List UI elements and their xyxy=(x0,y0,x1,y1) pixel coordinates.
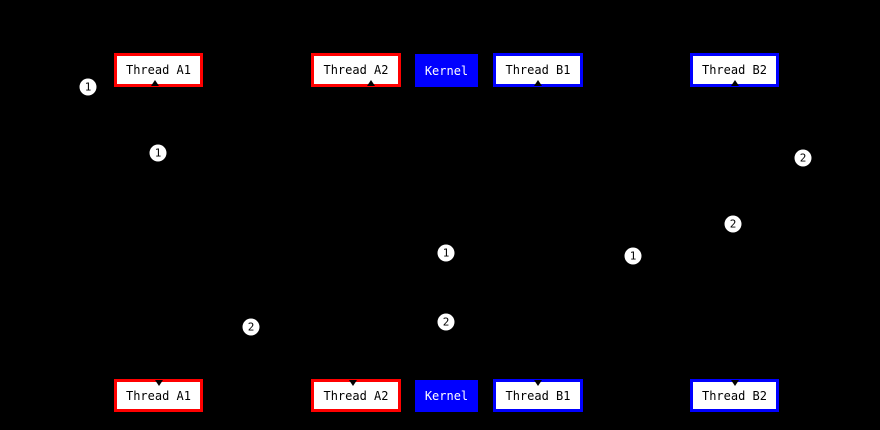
box-kernel-bottom: Kernel xyxy=(415,380,478,412)
box-label: Thread B2 xyxy=(701,388,768,403)
arrowhead-icon xyxy=(730,380,739,386)
step-number: 1 xyxy=(84,80,92,94)
step-marker-1: 1 xyxy=(624,247,642,265)
step-marker-2: 2 xyxy=(794,149,812,167)
box-label: Thread B1 xyxy=(505,63,571,77)
box-thread-a2-bottom: Thread A2 xyxy=(311,379,401,412)
box-label: Kernel xyxy=(424,389,469,403)
step-marker-2: 2 xyxy=(437,313,455,331)
box-label: Thread B1 xyxy=(505,388,571,403)
box-label: Thread B2 xyxy=(701,63,768,77)
step-number: 1 xyxy=(629,249,637,263)
box-thread-b1-bottom: Thread B1 xyxy=(493,379,583,412)
step-number: 2 xyxy=(442,315,450,329)
arrowhead-icon xyxy=(730,80,739,86)
box-label: Thread A2 xyxy=(323,63,389,77)
step-marker-1: 1 xyxy=(79,78,97,96)
box-label: Thread A1 xyxy=(125,388,192,403)
box-kernel-top: Kernel xyxy=(415,54,478,87)
step-number: 2 xyxy=(729,217,737,231)
arrowhead-icon xyxy=(150,80,159,86)
box-thread-b2-bottom: Thread B2 xyxy=(690,379,779,412)
box-thread-a1-bottom: Thread A1 xyxy=(114,379,203,412)
arrowhead-icon xyxy=(154,380,163,386)
box-label: Thread A2 xyxy=(323,388,389,403)
arrowhead-icon xyxy=(367,80,375,86)
step-number: 2 xyxy=(799,151,807,165)
arrowhead-icon xyxy=(534,80,542,86)
box-thread-b2-top: Thread B2 xyxy=(690,53,779,87)
box-thread-a2-top: Thread A2 xyxy=(311,53,401,87)
step-marker-1: 1 xyxy=(149,144,167,162)
step-marker-1: 1 xyxy=(437,244,455,262)
box-thread-b1-top: Thread B1 xyxy=(493,53,583,87)
step-number: 1 xyxy=(154,146,162,160)
step-marker-2: 2 xyxy=(724,215,742,233)
step-number: 1 xyxy=(442,246,450,260)
box-label: Thread A1 xyxy=(125,63,192,77)
arrowhead-icon xyxy=(534,380,542,386)
box-label: Kernel xyxy=(424,63,469,78)
box-thread-a1-top: Thread A1 xyxy=(114,53,203,87)
arrowhead-icon xyxy=(349,380,357,386)
step-marker-2: 2 xyxy=(242,318,260,336)
step-number: 2 xyxy=(247,320,255,334)
